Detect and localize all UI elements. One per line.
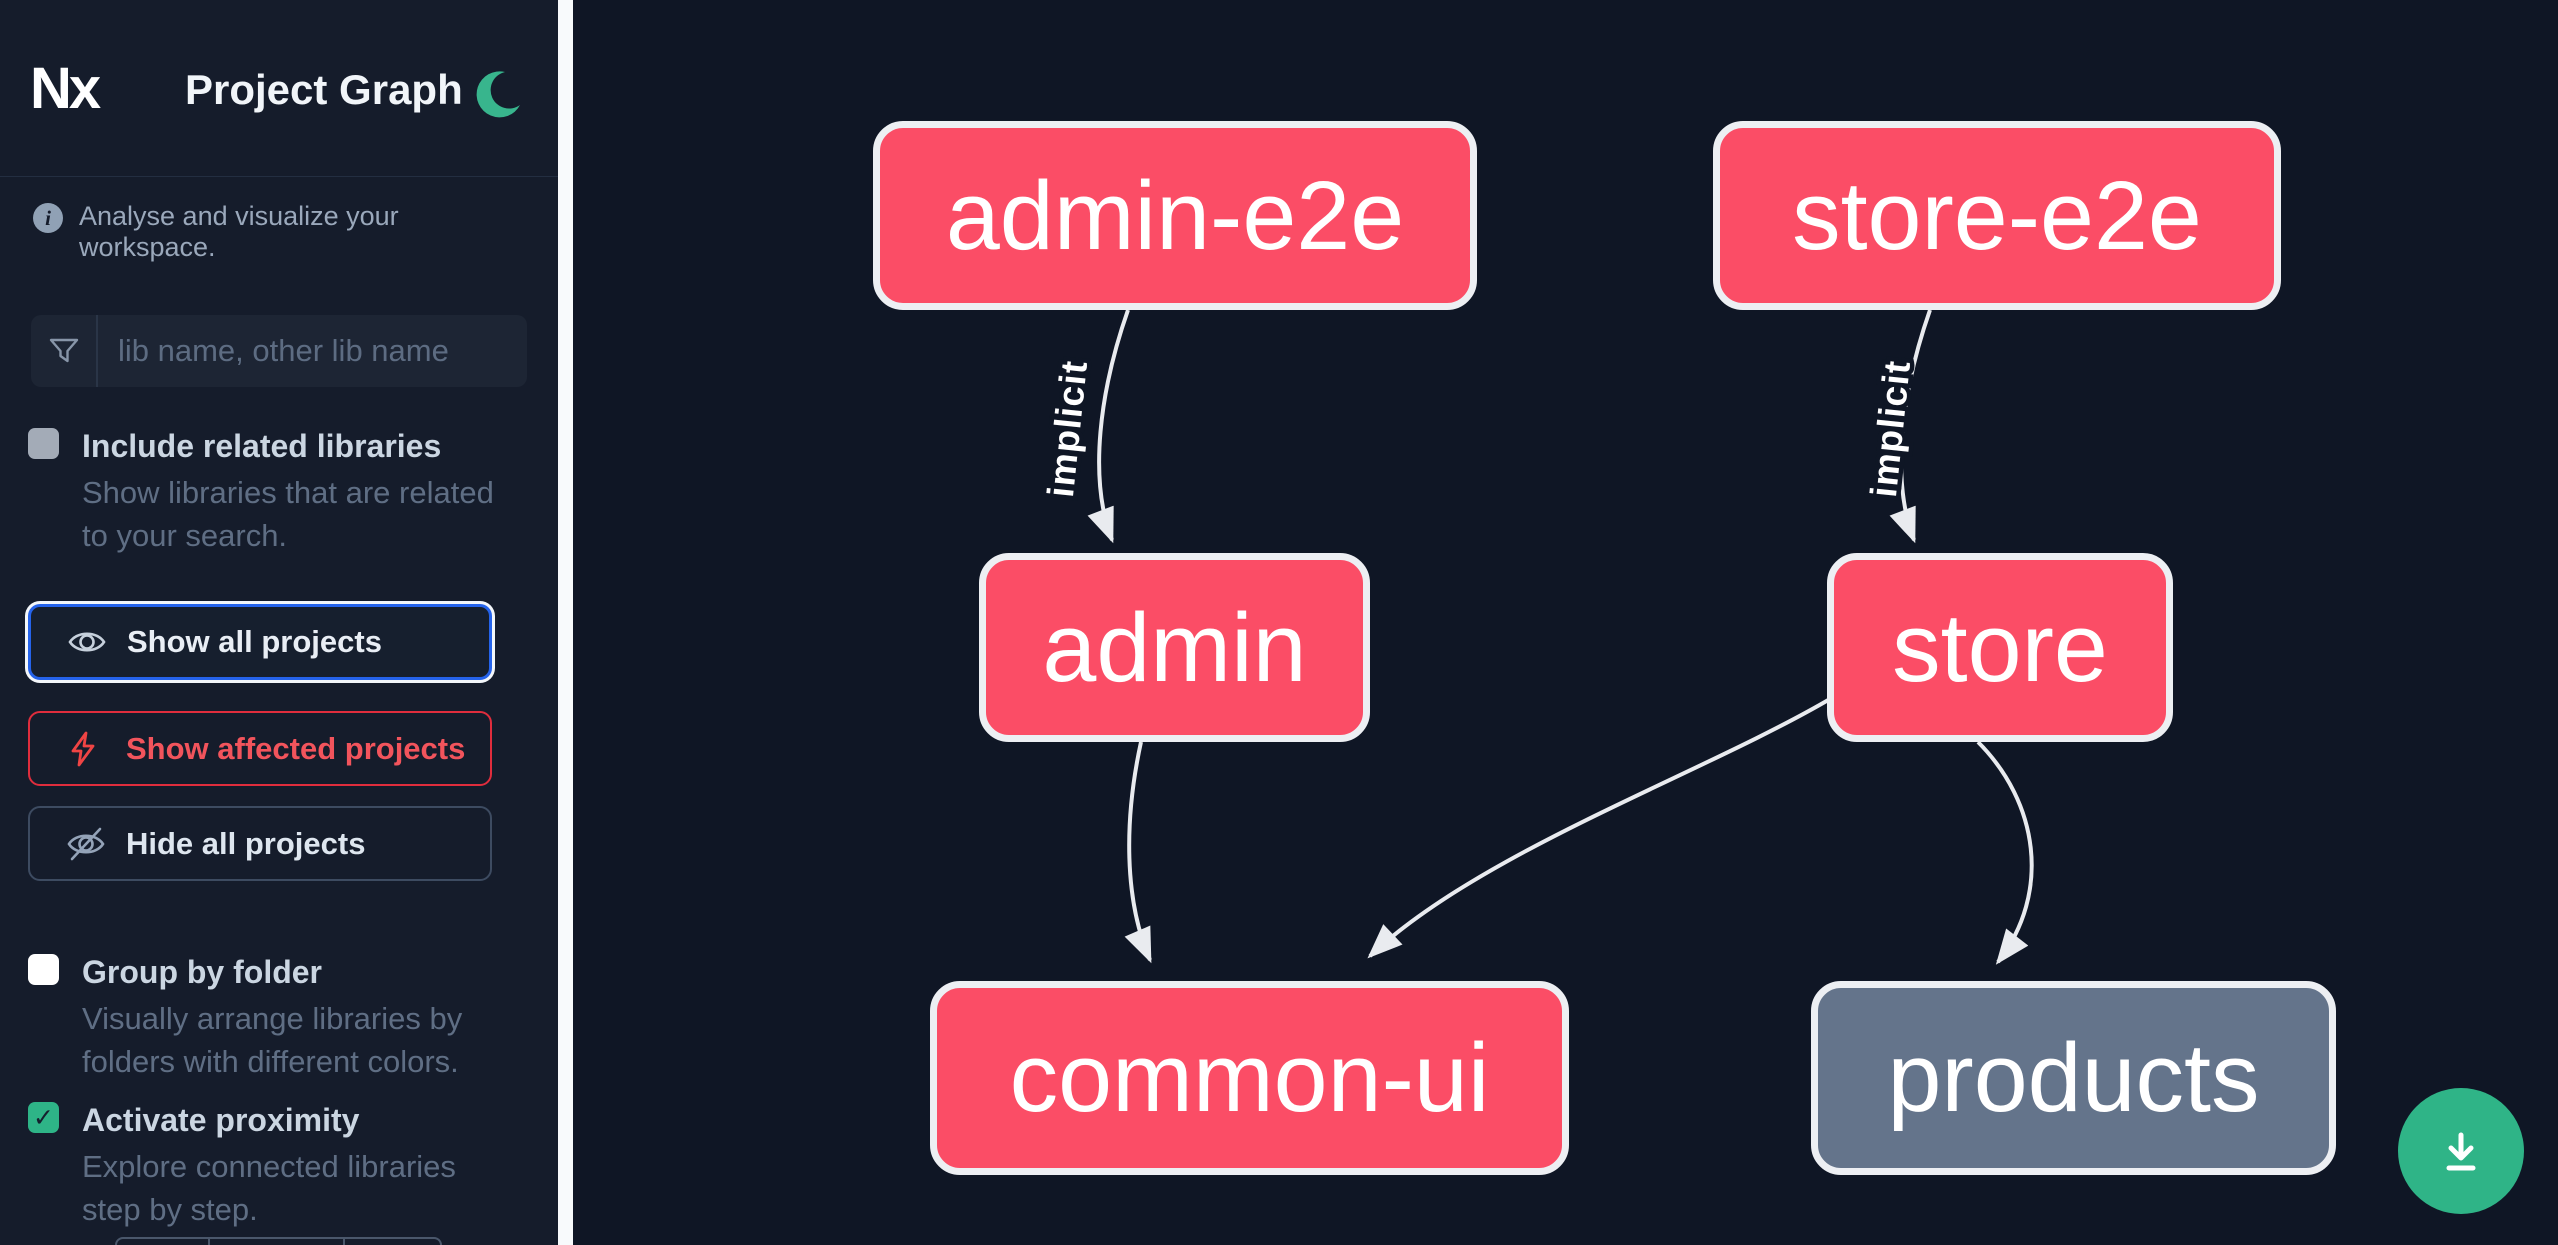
nx-logo: Nx [30,55,101,121]
activate-proximity-checkbox[interactable]: ✓ [28,1102,59,1133]
edge-admin-common-ui [1124,741,1152,964]
download-image-button[interactable] [2398,1088,2524,1214]
show-all-projects-label: Show all projects [127,624,382,659]
group-by-folder-label[interactable]: Group by folder [82,954,322,990]
graph-node-store[interactable]: store [1827,553,2173,742]
show-all-projects-button[interactable]: Show all projects [28,604,492,680]
download-icon [2432,1122,2490,1180]
activate-proximity-description: Explore connected libraries step by step… [82,1149,456,1227]
graph-node-products[interactable]: products [1811,981,2336,1175]
group-by-folder-description: Visually arrange libraries by folders wi… [82,1001,463,1079]
eye-off-icon [66,825,110,863]
dark-mode-toggle[interactable] [472,66,524,118]
include-related-description: Show libraries that are related to your … [82,475,494,553]
eye-icon [67,626,111,658]
graph-node-common-ui[interactable]: common-ui [930,981,1569,1175]
show-affected-projects-button[interactable]: Show affected projects [28,711,492,786]
edge-label-implicit: implicit [1040,358,1095,499]
hide-all-projects-label: Hide all projects [126,825,366,861]
group-by-folder-checkbox[interactable] [28,954,59,985]
lightning-bolt-icon [66,730,110,768]
edge-store-products [1976,740,2034,965]
edge-store-e2e-store [1889,309,1932,544]
graph-node-store-e2e[interactable]: store-e2e [1713,121,2281,310]
include-related-checkbox[interactable] [28,428,59,459]
graph-node-admin[interactable]: admin [979,553,1370,742]
sidebar-tagline: Analyse and visualize your workspace. [79,201,399,262]
page-title: Project Graph [185,66,463,113]
library-search-input[interactable] [98,315,537,387]
edge-admin-e2e-admin [1087,309,1130,544]
hide-all-projects-button[interactable]: Hide all projects [28,806,492,881]
library-filter [31,315,537,387]
info-icon: i [33,203,63,233]
edge-store-common-ui [1367,697,1832,959]
filter-funnel-icon [31,315,98,387]
proximity-depth-stepper[interactable] [115,1237,442,1245]
stepper-divider [208,1239,210,1245]
edge-label-implicit: implicit [1863,358,1918,499]
include-related-label[interactable]: Include related libraries [82,428,442,464]
graph-node-admin-e2e[interactable]: admin-e2e [873,121,1477,310]
moon-icon [472,66,524,118]
sidebar: Nx Project Graph i Analyse and visualize… [0,0,558,1245]
header-divider [0,176,558,177]
sidebar-scrollbar[interactable] [558,0,573,1245]
stepper-divider [343,1239,345,1245]
activate-proximity-label[interactable]: Activate proximity [82,1102,360,1138]
show-affected-projects-label: Show affected projects [126,730,466,766]
